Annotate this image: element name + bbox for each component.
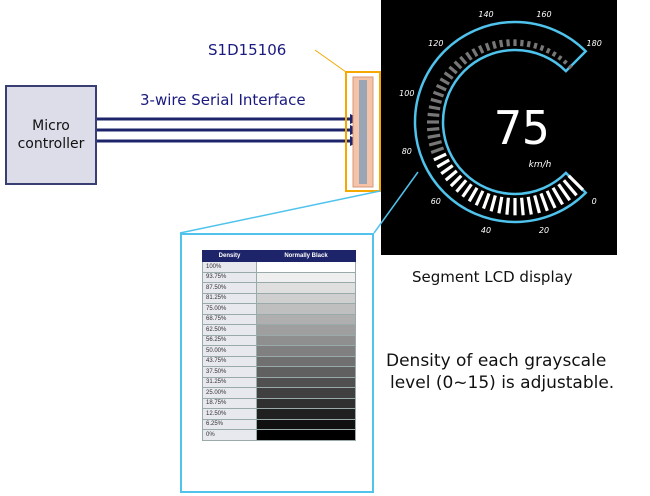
gauge-bar bbox=[481, 192, 491, 210]
gauge-bar bbox=[557, 55, 563, 61]
gauge-scale-label: 80 bbox=[402, 147, 412, 156]
gauge-bar bbox=[465, 51, 473, 61]
gauge-bar bbox=[562, 59, 568, 65]
gauge-bar bbox=[539, 44, 545, 52]
gauge-scale-label: 20 bbox=[539, 226, 549, 235]
gauge-bar bbox=[453, 60, 463, 70]
gauge-bar bbox=[448, 65, 458, 75]
gauge-bar bbox=[435, 83, 447, 92]
density-row: 0% bbox=[202, 429, 356, 441]
speed-gauge: 0 20 40 60 80 100 120 140 160 180 75 km/h bbox=[399, 10, 602, 235]
gauge-bar bbox=[477, 45, 485, 54]
gauge-bar bbox=[444, 169, 458, 182]
gauge-bar bbox=[505, 197, 510, 215]
gauge-bar bbox=[562, 179, 578, 197]
serial-wires bbox=[97, 117, 350, 143]
gauge-bar bbox=[430, 146, 445, 155]
gauge-scale-label: 40 bbox=[481, 226, 491, 235]
gauge-bar bbox=[551, 187, 564, 206]
gauge-bar bbox=[426, 127, 440, 132]
density-table: Density Normally Black 100%93.75%87.50%8… bbox=[202, 250, 356, 441]
gauge-bar bbox=[432, 90, 445, 98]
gauge-bar bbox=[455, 179, 468, 193]
gauge-bar bbox=[497, 196, 504, 214]
gauge-bar bbox=[428, 140, 443, 147]
gauge-scale-label: 120 bbox=[428, 39, 443, 48]
gauge-bar bbox=[433, 152, 447, 162]
gauge-scale-label: 160 bbox=[536, 10, 551, 19]
density-note-line2: level (0~15) is adjustable. bbox=[390, 373, 615, 393]
gauge-bar bbox=[430, 97, 443, 104]
gauge-outline bbox=[413, 20, 588, 224]
chip-die bbox=[359, 80, 367, 184]
gauge-bar bbox=[427, 133, 441, 139]
gauge-bar bbox=[428, 105, 441, 111]
gauge-bar bbox=[474, 190, 485, 206]
microcontroller-label: Micro controller bbox=[17, 118, 85, 152]
gauge-scale-label: 180 bbox=[587, 39, 602, 48]
gauge-bar bbox=[520, 39, 524, 47]
gauge-bar bbox=[459, 55, 468, 65]
normally-black-header: Normally Black bbox=[256, 250, 356, 262]
gauge-bar bbox=[526, 40, 531, 48]
gauge-bar bbox=[551, 51, 557, 57]
microcontroller-block: Micro controller bbox=[5, 85, 97, 185]
gauge-bar bbox=[467, 187, 479, 203]
gauge-bar bbox=[567, 174, 585, 192]
gauge-bar bbox=[427, 112, 440, 117]
gauge-scale-label: 100 bbox=[399, 89, 414, 98]
gauge-bar bbox=[539, 192, 549, 212]
lcd-caption: Segment LCD display bbox=[412, 268, 573, 286]
gauge-bar bbox=[439, 77, 450, 86]
gauge-scale-labels: 0 20 40 60 80 100 120 140 160 180 bbox=[399, 10, 602, 235]
gauge-scale-label: 60 bbox=[431, 197, 441, 206]
gauge-bar bbox=[491, 40, 497, 50]
gauge-bar bbox=[506, 39, 510, 47]
table-callout-line-left bbox=[179, 190, 381, 234]
chip-label: S1D15106 bbox=[208, 41, 287, 59]
density-swatch bbox=[256, 429, 356, 441]
gauge-bar bbox=[533, 42, 538, 50]
gauge-bar bbox=[443, 71, 454, 80]
gauge-bar bbox=[461, 183, 473, 198]
gauge-bar bbox=[557, 183, 572, 202]
speed-readout: 75 bbox=[494, 101, 549, 155]
gauge-bar bbox=[484, 42, 491, 52]
density-note-line1: Density of each grayscale bbox=[386, 351, 607, 371]
gauge-bar bbox=[520, 197, 525, 216]
gauge-bars bbox=[426, 39, 585, 216]
gauge-bar bbox=[471, 48, 479, 57]
gauge-bar bbox=[526, 196, 533, 215]
gauge-bar bbox=[449, 174, 463, 188]
gauge-bar bbox=[545, 190, 557, 209]
gauge-scale-label: 140 bbox=[478, 10, 493, 19]
chip-callout-line bbox=[314, 49, 347, 73]
gauge-bar bbox=[440, 164, 454, 175]
gauge-bar bbox=[533, 194, 541, 214]
density-table-frame bbox=[180, 233, 374, 493]
speed-unit: km/h bbox=[529, 160, 552, 170]
density-header: Density bbox=[202, 250, 257, 262]
gauge-bar bbox=[489, 194, 497, 212]
gauge-bar bbox=[545, 47, 551, 54]
gauge-scale-label: 0 bbox=[592, 197, 597, 206]
gauge-bar bbox=[567, 64, 573, 70]
density-note: Density of each grayscale level (0~15) i… bbox=[386, 350, 614, 394]
gauge-bar bbox=[436, 158, 450, 169]
table-callout-line-right bbox=[373, 171, 419, 234]
chip-outline bbox=[345, 71, 381, 192]
gauge-bar bbox=[498, 39, 504, 48]
serial-interface-label: 3-wire Serial Interface bbox=[140, 91, 306, 109]
